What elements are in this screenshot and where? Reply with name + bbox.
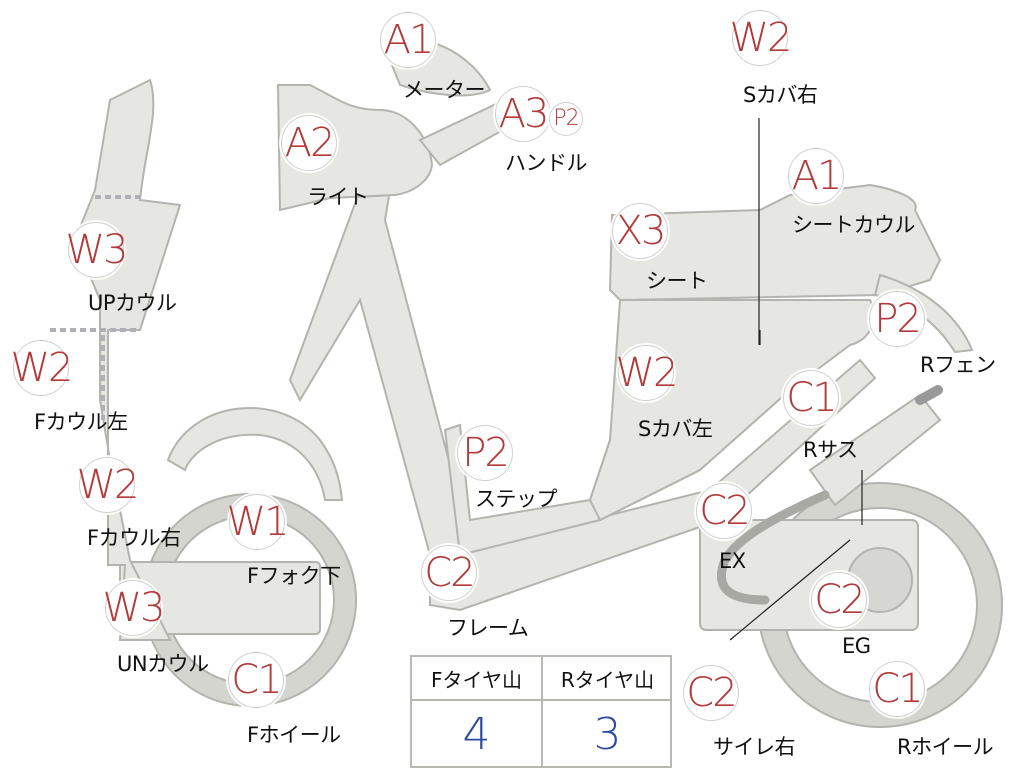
f-cowl-left-label: Fカウル左 — [34, 410, 128, 434]
seat-cowl-label: シートカウル — [792, 213, 916, 237]
un-cowl-label: UNカウル — [117, 652, 209, 676]
meter-label: メーター — [403, 78, 486, 102]
s-cover-left-code: W2 — [616, 345, 679, 401]
frame-shape — [288, 189, 471, 556]
up-cowl-code: W3 — [66, 222, 129, 278]
seat-cowl-code: A1 — [788, 148, 844, 204]
front-cowl-shape — [73, 78, 182, 641]
handle-extra-code: P2 — [549, 102, 583, 136]
front-fender-shape — [166, 407, 344, 501]
light-code: A2 — [281, 115, 337, 171]
r-suspension-code: C1 — [783, 370, 839, 426]
light-label: ライト — [307, 185, 369, 209]
seat-label: シート — [646, 269, 708, 293]
table-divider — [541, 657, 543, 768]
f-fork-lower-label: Fフォク下 — [247, 564, 341, 588]
s-cover-left-label: Sカバ左 — [638, 417, 713, 441]
silencer-right-code: C2 — [683, 665, 739, 721]
f-fork-lower-code: W1 — [227, 494, 290, 550]
rear-tire-header: Rタイヤ山 — [543, 657, 672, 701]
step-label: ステップ — [475, 487, 558, 511]
meter-code: A1 — [380, 12, 436, 68]
s-cover-right-label: Sカバ右 — [743, 83, 818, 107]
r-fender-label: Rフェン — [920, 353, 996, 377]
seat-code: X3 — [612, 203, 668, 259]
f-cowl-right-code: W2 — [77, 457, 140, 513]
exhaust-label: EX — [719, 549, 746, 573]
exhaust-code: C2 — [696, 483, 752, 539]
engine-code: C2 — [811, 572, 867, 628]
step-code: P2 — [457, 425, 513, 481]
frame-code: C2 — [421, 545, 477, 601]
un-cowl-code: W3 — [103, 580, 166, 636]
f-cowl-left-code: W2 — [11, 340, 74, 396]
front-tire-header: Fタイヤ山 — [412, 657, 541, 701]
silencer-right-label: サイレ右 — [713, 735, 796, 759]
up-cowl-label: UPカウル — [88, 291, 177, 315]
r-suspension-label: Rサス — [803, 438, 858, 462]
handle-label: ハンドル — [505, 151, 588, 175]
r-fender-code: P2 — [869, 291, 925, 347]
f-wheel-code: C1 — [228, 652, 284, 708]
rear-tire-value: 3 — [593, 709, 622, 760]
frame-label: フレーム — [447, 616, 529, 640]
r-wheel-code: C1 — [869, 661, 925, 717]
exhaust-pipe-shape — [716, 490, 830, 605]
f-cowl-right-label: Fカウル右 — [87, 526, 181, 550]
tire-tread-table: Fタイヤ山 Rタイヤ山 4 3 — [410, 655, 672, 768]
handle-code: A3 — [495, 86, 551, 142]
r-wheel-label: Rホイール — [897, 735, 994, 759]
front-tire-value: 4 — [462, 709, 491, 760]
f-wheel-label: Fホイール — [247, 723, 341, 747]
s-cover-right-code: W2 — [730, 10, 793, 66]
engine-label: EG — [842, 634, 871, 658]
floor-frame-shape — [429, 358, 877, 612]
